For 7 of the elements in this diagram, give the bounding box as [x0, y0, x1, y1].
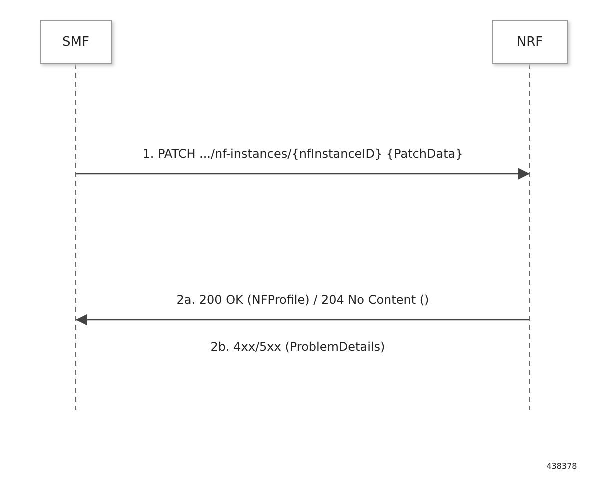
participant-box: NRF: [492, 20, 568, 64]
message-label: 2a. 200 OK (NFProfile) / 204 No Content (): [174, 293, 432, 307]
message-label: 2b. 4xx/5xx (ProblemDetails): [208, 340, 388, 354]
message-arrow: [76, 168, 530, 180]
message-arrow: [76, 314, 530, 326]
figure-number: 438378: [544, 462, 580, 471]
participant-box: SMF: [40, 20, 112, 64]
